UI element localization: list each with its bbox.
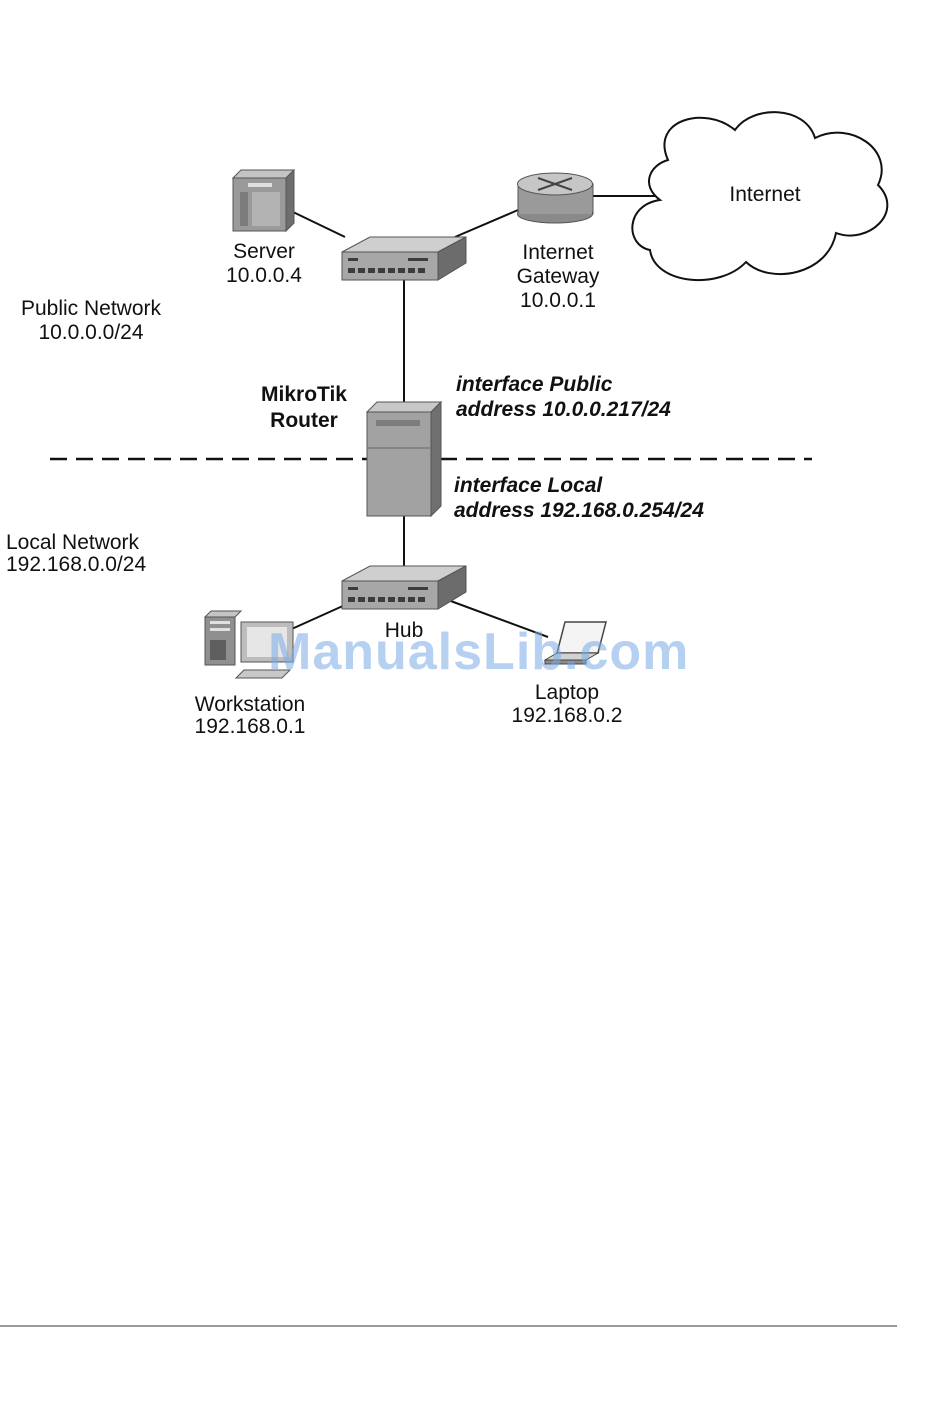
router-name-line2: Router bbox=[244, 408, 364, 434]
gateway-name-line1: Internet bbox=[498, 241, 618, 265]
workstation-ip: 192.168.0.1 bbox=[178, 716, 322, 738]
gateway-router-icon bbox=[518, 173, 594, 223]
laptop-name: Laptop bbox=[496, 681, 638, 704]
server-ip: 10.0.0.4 bbox=[213, 264, 315, 288]
local-network-label: Local Network 192.168.0.0/24 bbox=[6, 532, 146, 576]
public-network-subnet: 10.0.0.0/24 bbox=[6, 321, 176, 345]
interface-public-line1: interface Public bbox=[456, 372, 671, 397]
watermark: ManualsLib.com bbox=[268, 622, 689, 682]
mikrotik-router-icon bbox=[367, 402, 441, 516]
server-name: Server bbox=[213, 240, 315, 264]
server-label: Server 10.0.0.4 bbox=[213, 240, 315, 288]
server-icon bbox=[233, 170, 294, 231]
interface-public-line2: address 10.0.0.217/24 bbox=[456, 397, 671, 422]
internet-label: Internet bbox=[715, 183, 815, 207]
laptop-ip: 192.168.0.2 bbox=[496, 704, 638, 727]
workstation-name: Workstation bbox=[178, 694, 322, 716]
public-network-label: Public Network 10.0.0.0/24 bbox=[6, 297, 176, 345]
interface-local-line2: address 192.168.0.254/24 bbox=[454, 498, 704, 523]
hub-icon bbox=[342, 566, 466, 609]
local-network-subnet: 192.168.0.0/24 bbox=[6, 554, 146, 576]
router-name-line1: MikroTik bbox=[244, 382, 364, 408]
router-label: MikroTik Router bbox=[244, 382, 364, 434]
gateway-name-line2: Gateway bbox=[498, 265, 618, 289]
interface-local-label: interface Local address 192.168.0.254/24 bbox=[454, 473, 704, 523]
gateway-ip: 10.0.0.1 bbox=[498, 289, 618, 313]
public-network-name: Public Network bbox=[6, 297, 176, 321]
laptop-label: Laptop 192.168.0.2 bbox=[496, 681, 638, 727]
workstation-label: Workstation 192.168.0.1 bbox=[178, 694, 322, 738]
footer-divider bbox=[0, 1325, 897, 1327]
interface-local-line1: interface Local bbox=[454, 473, 704, 498]
link-server-switch bbox=[293, 212, 345, 237]
local-network-name: Local Network bbox=[6, 532, 146, 554]
public-switch-icon bbox=[342, 237, 466, 280]
interface-public-label: interface Public address 10.0.0.217/24 bbox=[456, 372, 671, 422]
link-switch-gateway bbox=[455, 210, 518, 237]
gateway-label: Internet Gateway 10.0.0.1 bbox=[498, 241, 618, 313]
